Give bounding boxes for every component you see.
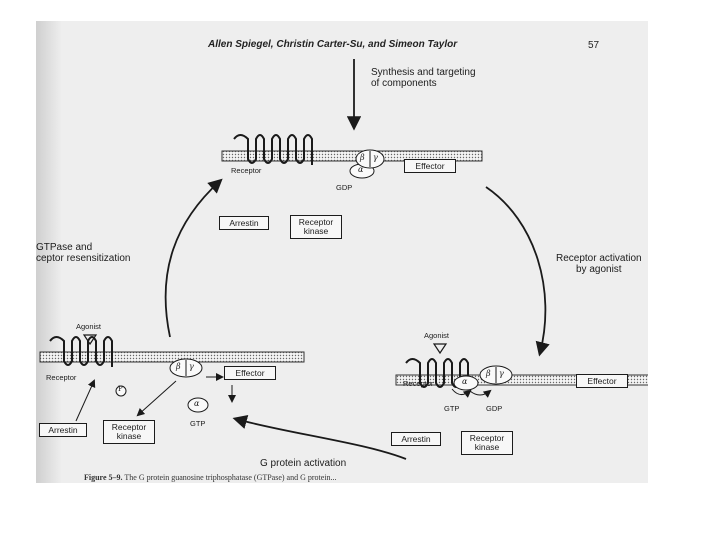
receptor-top-shape xyxy=(233,134,313,165)
page-header-authors: Allen Spiegel, Christin Carter-Su, and S… xyxy=(208,39,458,50)
agonist-triangle-left xyxy=(82,334,98,346)
g-activation-label: G protein activation xyxy=(260,458,347,469)
binding-shadow xyxy=(36,21,62,483)
resensitization-label: GTPase and ceptor resensitization xyxy=(36,242,131,264)
top-effector-box: Effector xyxy=(404,159,456,173)
top-receptor-label: Receptor xyxy=(231,166,262,175)
synthesis-label: Synthesis and targeting of components xyxy=(371,67,476,89)
page-number: 57 xyxy=(588,40,600,51)
left-beta: β xyxy=(176,362,181,371)
right-gtp-label: GTP xyxy=(444,404,460,413)
caption-figure-number: Figure 5–9. xyxy=(84,473,123,482)
activation-arrow xyxy=(485,186,550,357)
phospho-label: P xyxy=(118,385,123,393)
figure-caption: Figure 5–9. The G protein guanosine trip… xyxy=(84,473,337,482)
right-alpha: α xyxy=(462,377,468,386)
agonist-triangle-right xyxy=(432,343,448,355)
top-alpha: α xyxy=(358,165,364,174)
g-alpha-left xyxy=(187,397,209,413)
top-gamma: γ xyxy=(373,153,378,162)
left-alpha: α xyxy=(194,399,200,408)
caption-text: The G protein guanosine triphosphatase (… xyxy=(124,473,337,482)
left-gamma: γ xyxy=(189,362,194,371)
left-arrestin-box: Arrestin xyxy=(39,423,87,437)
membrane-left xyxy=(39,351,305,363)
top-beta: β xyxy=(360,153,365,162)
figure-diagram xyxy=(39,59,648,460)
phospho-circle xyxy=(115,385,127,397)
top-gdp-label: GDP xyxy=(336,183,353,192)
right-gamma: γ xyxy=(499,369,504,378)
right-receptor-label: Receptor xyxy=(403,379,434,388)
right-effector-box: Effector xyxy=(576,374,628,388)
right-gdp-label: GDP xyxy=(486,404,503,413)
left-receptor-label: Receptor xyxy=(46,373,77,382)
right-arrestin-box: Arrestin xyxy=(391,432,441,446)
receptor-left-shape xyxy=(49,336,113,367)
g-activation-arrow xyxy=(232,414,407,460)
right-receptor-kinase-box: Receptor kinase xyxy=(461,431,513,455)
scan-background: Allen Spiegel, Christin Carter-Su, and S… xyxy=(36,21,648,483)
right-beta: β xyxy=(486,369,491,378)
left-agonist-label: Agonist xyxy=(76,322,102,331)
resensitization-arrow xyxy=(164,178,223,338)
activation-label: Receptor activation by agonist xyxy=(556,253,642,275)
left-gtp-label: GTP xyxy=(190,419,206,428)
left-effector-box: Effector xyxy=(224,366,276,380)
membrane-top xyxy=(221,150,483,162)
left-receptor-kinase-box: Receptor kinase xyxy=(103,420,155,444)
top-arrestin-box: Arrestin xyxy=(219,216,269,230)
membrane-right xyxy=(395,374,648,386)
top-receptor-kinase-box: Receptor kinase xyxy=(290,215,342,239)
right-agonist-label: Agonist xyxy=(424,331,450,340)
